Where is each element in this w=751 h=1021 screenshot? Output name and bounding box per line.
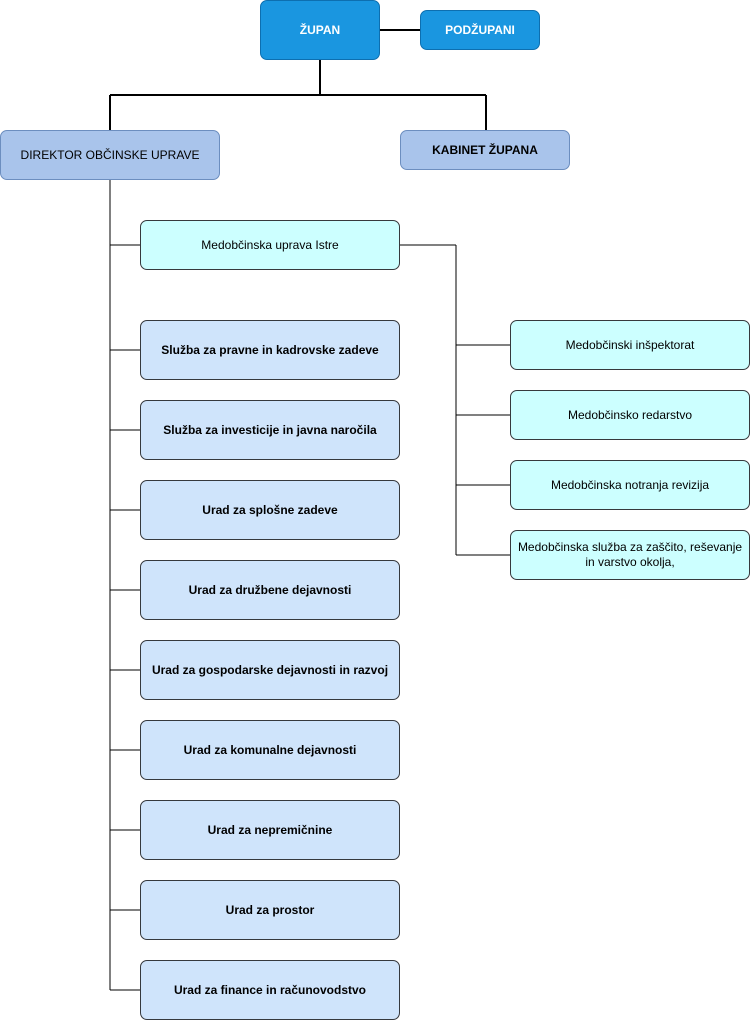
department-box: Urad za družbene dejavnosti [140,560,400,620]
intermunicipal-unit-box: Medobčinska služba za zaščito, reševanje… [510,530,750,580]
zupan-box: ŽUPAN [260,0,380,60]
department-box: Služba za pravne in kadrovske zadeve [140,320,400,380]
department-box: Urad za finance in računovodstvo [140,960,400,1020]
intermunicipal-unit-box: Medobčinska notranja revizija [510,460,750,510]
cabinet-box: KABINET ŽUPANA [400,130,570,170]
department-box: Urad za prostor [140,880,400,940]
department-box: Služba za investicije in javna naročila [140,400,400,460]
director-box: DIREKTOR OBČINSKE UPRAVE [0,130,220,180]
department-box: Urad za komunalne dejavnosti [140,720,400,780]
intermunicipal-unit-box: Medobčinski inšpektorat [510,320,750,370]
intermunicipal-administration-box: Medobčinska uprava Istre [140,220,400,270]
intermunicipal-unit-box: Medobčinsko redarstvo [510,390,750,440]
department-box: Urad za gospodarske dejavnosti in razvoj [140,640,400,700]
department-box: Urad za splošne zadeve [140,480,400,540]
podzupani-box: PODŽUPANI [420,10,540,50]
department-box: Urad za nepremičnine [140,800,400,860]
